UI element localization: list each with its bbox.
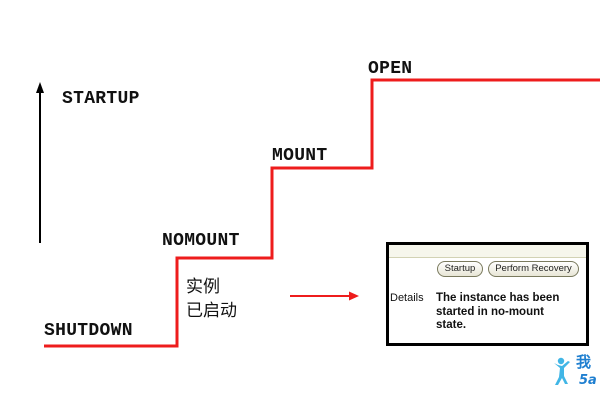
watermark-figure-icon: [554, 357, 570, 385]
status-message-line: state.: [436, 319, 467, 331]
status-message: The instance has been started in no-moun…: [436, 292, 584, 333]
stage-label-nomount: NOMOUNT: [162, 231, 240, 251]
pointer-arrow-head: [349, 291, 359, 301]
arrow-up-icon: [36, 82, 44, 243]
status-message-line: started in no-mount: [436, 305, 544, 318]
em-status-panel: Startup Perform Recovery Details The ins…: [386, 242, 589, 346]
details-label: Details: [390, 292, 424, 304]
stage-label-open: OPEN: [368, 59, 413, 79]
watermark-text: 5a: [579, 373, 597, 388]
watermark-glyph: 我: [576, 353, 592, 371]
status-message-line: The instance has been: [436, 292, 560, 304]
panel-header-band: [389, 245, 586, 258]
startup-button[interactable]: Startup: [437, 261, 483, 277]
startup-arrow-head: [36, 82, 44, 93]
staircase-line: [44, 78, 600, 348]
instance-note-line1: 实例: [186, 277, 220, 297]
stage-label-startup: STARTUP: [62, 89, 140, 109]
perform-recovery-button[interactable]: Perform Recovery: [488, 261, 579, 277]
watermark-figure: [554, 357, 570, 385]
stage-label-mount: MOUNT: [272, 146, 328, 166]
stage-label-shutdown: SHUTDOWN: [44, 321, 133, 341]
watermark-logo: 我 5a: [552, 353, 598, 393]
arrow-right-icon: [290, 291, 359, 301]
instance-note-line2: 已启动: [186, 301, 237, 321]
